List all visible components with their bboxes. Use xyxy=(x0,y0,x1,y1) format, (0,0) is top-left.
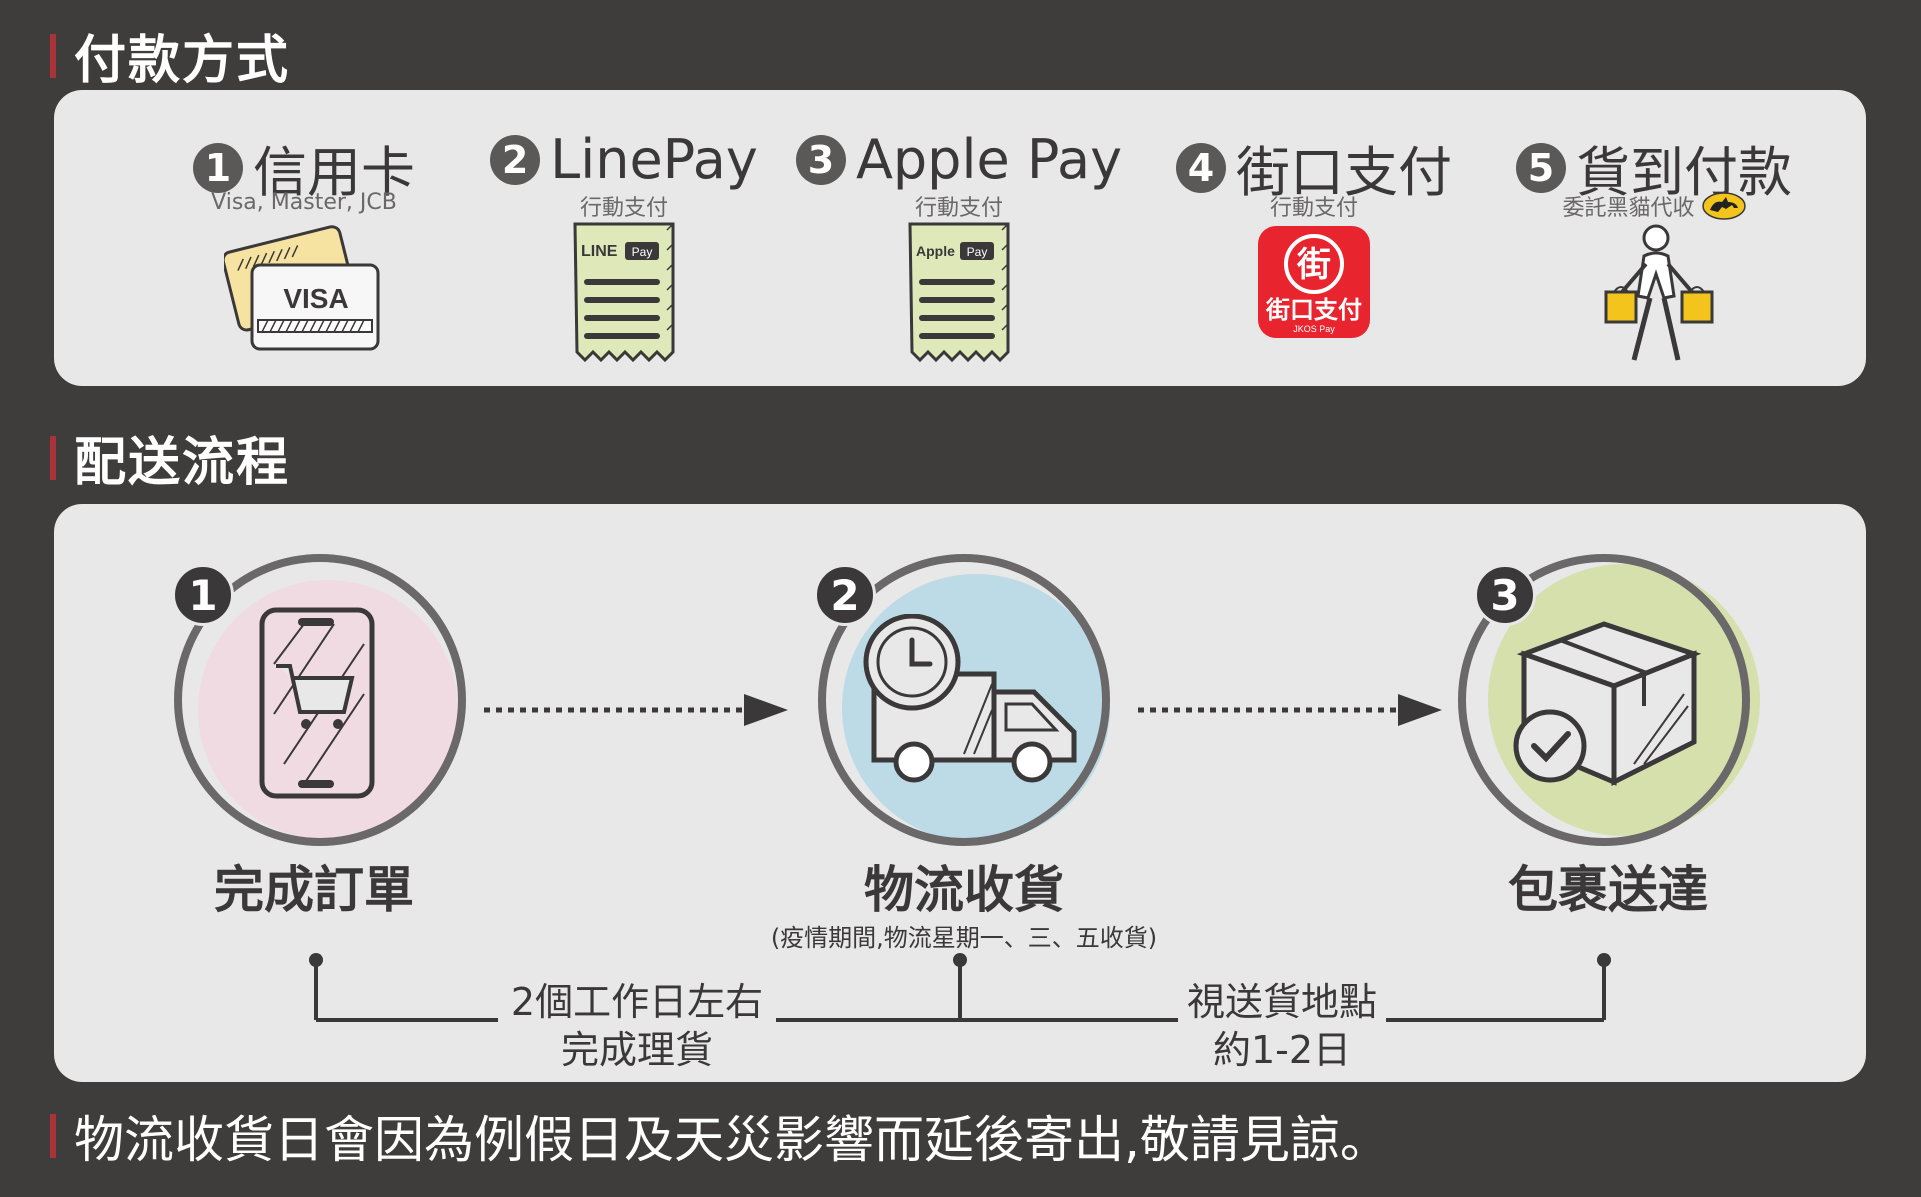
title-accent-bar xyxy=(50,33,56,78)
delivery-notice-text: 物流收貨日會因為例假日及天災影響而延後寄出,敬請見諒。 xyxy=(74,1111,1390,1169)
payment-title-text: 付款方式 xyxy=(74,31,291,91)
payment-option-heading: 5 貨到付款 xyxy=(1494,128,1814,207)
number-badge: 2 xyxy=(490,134,541,185)
timeline-segment-2: 視送貨地點 約1-2日 xyxy=(1178,978,1386,1074)
payment-option-heading: 1 信用卡 xyxy=(164,128,444,207)
step-note-pandemic-schedule: (疫情期間,物流星期一、三、五收貨) xyxy=(770,924,1158,952)
payment-option-heading: 2 LinePay xyxy=(474,128,774,191)
payment-option-subtitle: Visa, Master, JCB xyxy=(211,190,397,215)
shipping-panel: 1 2 xyxy=(54,504,1866,1082)
package-check-icon xyxy=(1504,614,1704,798)
payment-option-jkos: 4 街口支付 行動支付 街 街口支付 JKOS Pay xyxy=(1164,90,1464,390)
payment-option-name: Apple Pay xyxy=(855,128,1123,191)
payment-option-subtitle: 行動支付 xyxy=(579,196,668,221)
payment-option-subtitle: 行動支付 xyxy=(914,196,1003,221)
delivery-notice: 物流收貨日會因為例假日及天災影響而延後寄出,敬請見諒。 xyxy=(50,1100,1390,1172)
payment-option-name: 信用卡 xyxy=(253,141,415,204)
dotted-arrow-icon xyxy=(484,690,794,734)
timeline-segment-1: 2個工作日左右 完成理貨 xyxy=(498,978,776,1074)
payment-option-name: 街口支付 xyxy=(1236,141,1452,204)
step-number-badge: 3 xyxy=(1474,564,1536,626)
title-accent-bar xyxy=(50,1114,56,1158)
payment-panel: 1 信用卡 Visa, Master, JCB VISA xyxy=(54,90,1866,386)
delivery-person-icon xyxy=(1594,220,1714,374)
payment-section-title: 付款方式 xyxy=(50,18,290,93)
payment-option-subtitle: 委託黑貓代收 xyxy=(1494,190,1814,226)
step-label-logistics-pickup: 物流收貨 xyxy=(864,861,1064,919)
payment-option-name: 貨到付款 xyxy=(1576,141,1792,204)
svg-text:JKOS Pay: JKOS Pay xyxy=(1293,324,1335,334)
number-badge: 1 xyxy=(193,142,243,193)
phone-cart-icon xyxy=(254,604,384,808)
svg-text:LINE: LINE xyxy=(581,243,618,260)
payment-option-applepay: 3 Apple Pay 行動支付 Apple Pay xyxy=(794,90,1124,390)
linepay-receipt-icon: LINE Pay xyxy=(569,220,679,369)
payment-option-heading: 4 街口支付 xyxy=(1164,128,1464,207)
shipping-title-text: 配送流程 xyxy=(74,433,291,493)
applepay-receipt-icon: Apple Pay xyxy=(904,220,1014,369)
payment-option-linepay: 2 LinePay 行動支付 LINE Pay xyxy=(474,90,774,390)
step-label-complete-order: 完成訂單 xyxy=(214,861,414,919)
number-badge: 3 xyxy=(795,134,846,185)
timeline-segment-line1: 視送貨地點 xyxy=(1186,980,1377,1024)
svg-text:街: 街 xyxy=(1296,245,1331,285)
timeline-segment-line2: 完成理貨 xyxy=(560,1028,713,1072)
step-number-badge: 1 xyxy=(172,564,234,626)
cod-subtitle-text: 委託黑貓代收 xyxy=(1562,196,1695,221)
svg-text:Pay: Pay xyxy=(967,245,988,259)
dotted-arrow-icon xyxy=(1138,690,1448,734)
credit-card-icon: VISA xyxy=(221,220,384,364)
svg-text:街口支付: 街口支付 xyxy=(1265,296,1362,324)
payment-option-cod: 5 貨到付款 委託黑貓代收 xyxy=(1494,90,1814,390)
step-number-badge: 2 xyxy=(814,564,876,626)
payment-option-heading: 3 Apple Pay xyxy=(794,128,1124,191)
title-accent-bar xyxy=(50,435,56,480)
payment-option-credit-card: 1 信用卡 Visa, Master, JCB VISA xyxy=(164,90,444,390)
number-badge: 4 xyxy=(1176,142,1226,193)
svg-text:Pay: Pay xyxy=(632,245,653,259)
payment-option-subtitle: 行動支付 xyxy=(1269,196,1358,221)
truck-clock-icon xyxy=(854,613,1094,798)
number-badge: 5 xyxy=(1516,142,1566,193)
shipping-section-title: 配送流程 xyxy=(50,420,290,495)
timeline-segment-line2: 約1-2日 xyxy=(1212,1028,1352,1072)
svg-text:VISA: VISA xyxy=(283,283,348,314)
jkos-pay-logo-icon: 街 街口支付 JKOS Pay xyxy=(1258,226,1370,342)
payment-option-name: LinePay xyxy=(550,128,758,191)
timeline-segment-line1: 2個工作日左右 xyxy=(510,980,764,1024)
step-label-package-delivered: 包裹送達 xyxy=(1508,861,1708,919)
timeline-bracket xyxy=(54,944,1866,1038)
black-cat-logo-icon xyxy=(1701,192,1746,226)
svg-text:Apple: Apple xyxy=(916,243,955,259)
